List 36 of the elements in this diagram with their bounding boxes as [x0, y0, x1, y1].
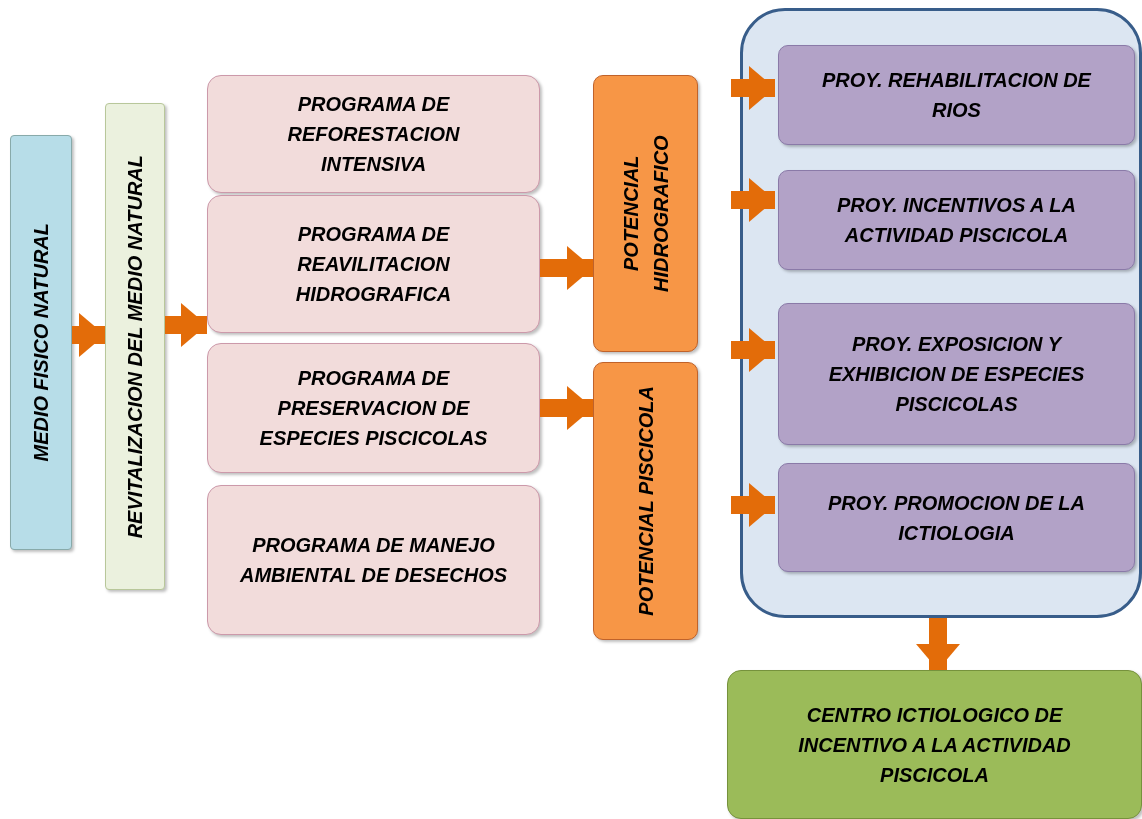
- vertical-label-box: [10, 135, 72, 550]
- process-box: [207, 195, 540, 333]
- node-text: PROGRAMA DE PRESERVACION DE ESPECIES PISCICOLAS: [258, 366, 489, 451]
- block-arrow: [731, 66, 775, 110]
- node-text: POTENCIAL PISCICOLA: [633, 386, 658, 616]
- block-arrow: [731, 483, 775, 527]
- block-arrow: [72, 313, 105, 357]
- block-arrow: [165, 303, 207, 347]
- node-text: PROGRAMA DE REAVILITACION HIDROGRAFICA: [294, 222, 453, 307]
- node-text: POTENCIAL HIDROGRAFICO: [618, 134, 673, 294]
- process-box: [778, 170, 1135, 270]
- block-arrow: [916, 618, 960, 670]
- node-text: MEDIO FISICO NATURAL: [29, 223, 53, 462]
- process-box: [778, 463, 1135, 572]
- process-box: [207, 343, 540, 473]
- node-text: PROY. INCENTIVOS A LA ACTIVIDAD PISCICOLA: [836, 193, 1077, 248]
- vertical-label-box: [105, 103, 165, 590]
- process-box: [207, 75, 540, 193]
- block-arrow: [540, 246, 593, 290]
- process-box: [727, 670, 1142, 819]
- node-text: REVITALIZACION DEL MEDIO NATURAL: [123, 154, 147, 539]
- node-text: PROGRAMA DE REFORESTACION INTENSIVA: [286, 92, 461, 177]
- vertical-label-box: [593, 362, 698, 640]
- vertical-label-box: [593, 75, 698, 352]
- block-arrow: [731, 178, 775, 222]
- node-text: PROGRAMA DE MANEJO AMBIENTAL DE DESECHOS: [238, 533, 509, 588]
- process-box: [778, 45, 1135, 145]
- group-container: [740, 8, 1142, 618]
- process-box: [207, 485, 540, 635]
- node-text: PROY. EXPOSICION Y EXHIBICION DE ESPECIES PISCICOLAS: [827, 332, 1086, 417]
- node-text: PROY. PROMOCION DE LA ICTIOLOGIA: [826, 490, 1087, 546]
- block-arrow: [540, 386, 593, 430]
- node-text: CENTRO ICTIOLOGICO DE INCENTIVO A LA ACTIVIDAD PISCICOLA: [797, 702, 1072, 788]
- process-box: [778, 303, 1135, 445]
- node-text: PROY. REHABILITACION DE RIOS: [821, 68, 1093, 123]
- block-arrow: [731, 328, 775, 372]
